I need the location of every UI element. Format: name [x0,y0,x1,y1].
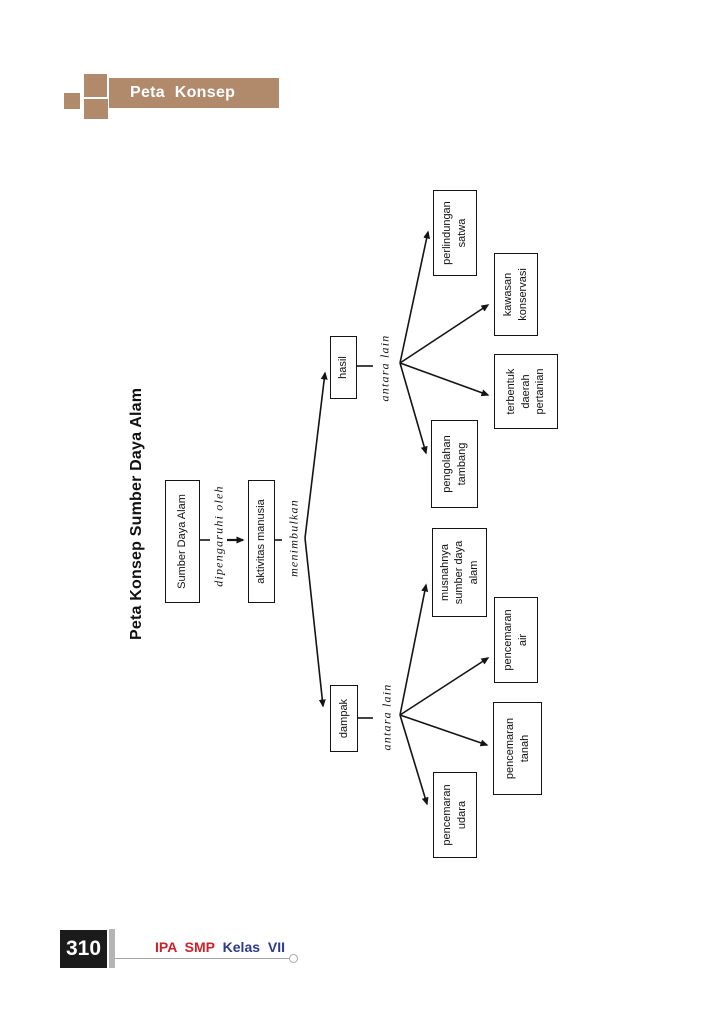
node-dampak: dampak [330,685,358,752]
edge-label-menimbulkan: menimbulkan [286,499,301,577]
edge-label-antara-lain-hasil: antara lain [377,334,392,402]
footer-rule-end-circle [289,954,298,963]
footer-book-title-grade: Kelas VII [222,939,286,955]
node-pencemaran-air: pencemaran air [494,597,538,683]
connector-arrow-perlindungan [399,230,431,364]
footer-divider-bar [109,929,115,968]
node-hasil: hasil [330,336,357,399]
edge-label-antara-lain-dampak: antara lain [379,683,394,751]
node-pengolahan-tambang: pengolahan tambang [431,420,478,508]
connector-arrow-hasil [304,371,328,539]
connector-arrow-dampak [304,537,326,708]
connector-arrow-terbentuk [399,362,490,397]
node-sumber-daya-alam: Sumber Daya Alam [165,480,200,603]
node-perlindungan-satwa: perlindungan satwa [433,190,477,276]
connector-arrow-kawasan [399,304,490,364]
concept-map: Peta Konsep Sumber Daya Alam Sumber Daya… [118,165,588,865]
node-kawasan-konservasi: kawasan konservasi [494,253,538,336]
connector-arrow-udara [399,714,429,806]
edge-label-dipengaruhi-oleh: dipengaruhi oleh [211,485,226,587]
concept-map-title: Peta Konsep Sumber Daya Alam [128,387,145,640]
header-title: Peta Konsep [130,84,236,101]
footer-book-title: IPA SMP Kelas VII [155,939,285,955]
header-logo-square-small [64,93,80,109]
node-terbentuk-daerah-pertanian: terbentuk daerah pertanian [494,354,558,429]
connector-arrow-musnahnya [399,583,429,716]
footer-rule-line [115,958,289,959]
concept-map-connectors [200,230,490,806]
node-musnahnya-sumber-daya-alam: musnahnya sumber daya alam [432,528,487,617]
node-aktivitas-manusia: aktivitas manusia [248,480,275,603]
node-pencemaran-tanah: pencemaran tanah [493,702,542,795]
node-pencemaran-udara: pencemaran udara [433,772,477,858]
header-bar: Peta Konsep [109,78,279,108]
connector-arrow-pengolahan [399,362,428,455]
page-number: 310 [65,937,102,960]
header-logo-square-top [84,74,107,97]
connector-arrow-air [399,657,490,716]
footer-book-title-subject: IPA SMP [155,939,215,955]
page-number-box: 310 [60,930,107,968]
header-logo-square-bottom [84,99,108,119]
connector-arrow-tanah [399,714,489,747]
